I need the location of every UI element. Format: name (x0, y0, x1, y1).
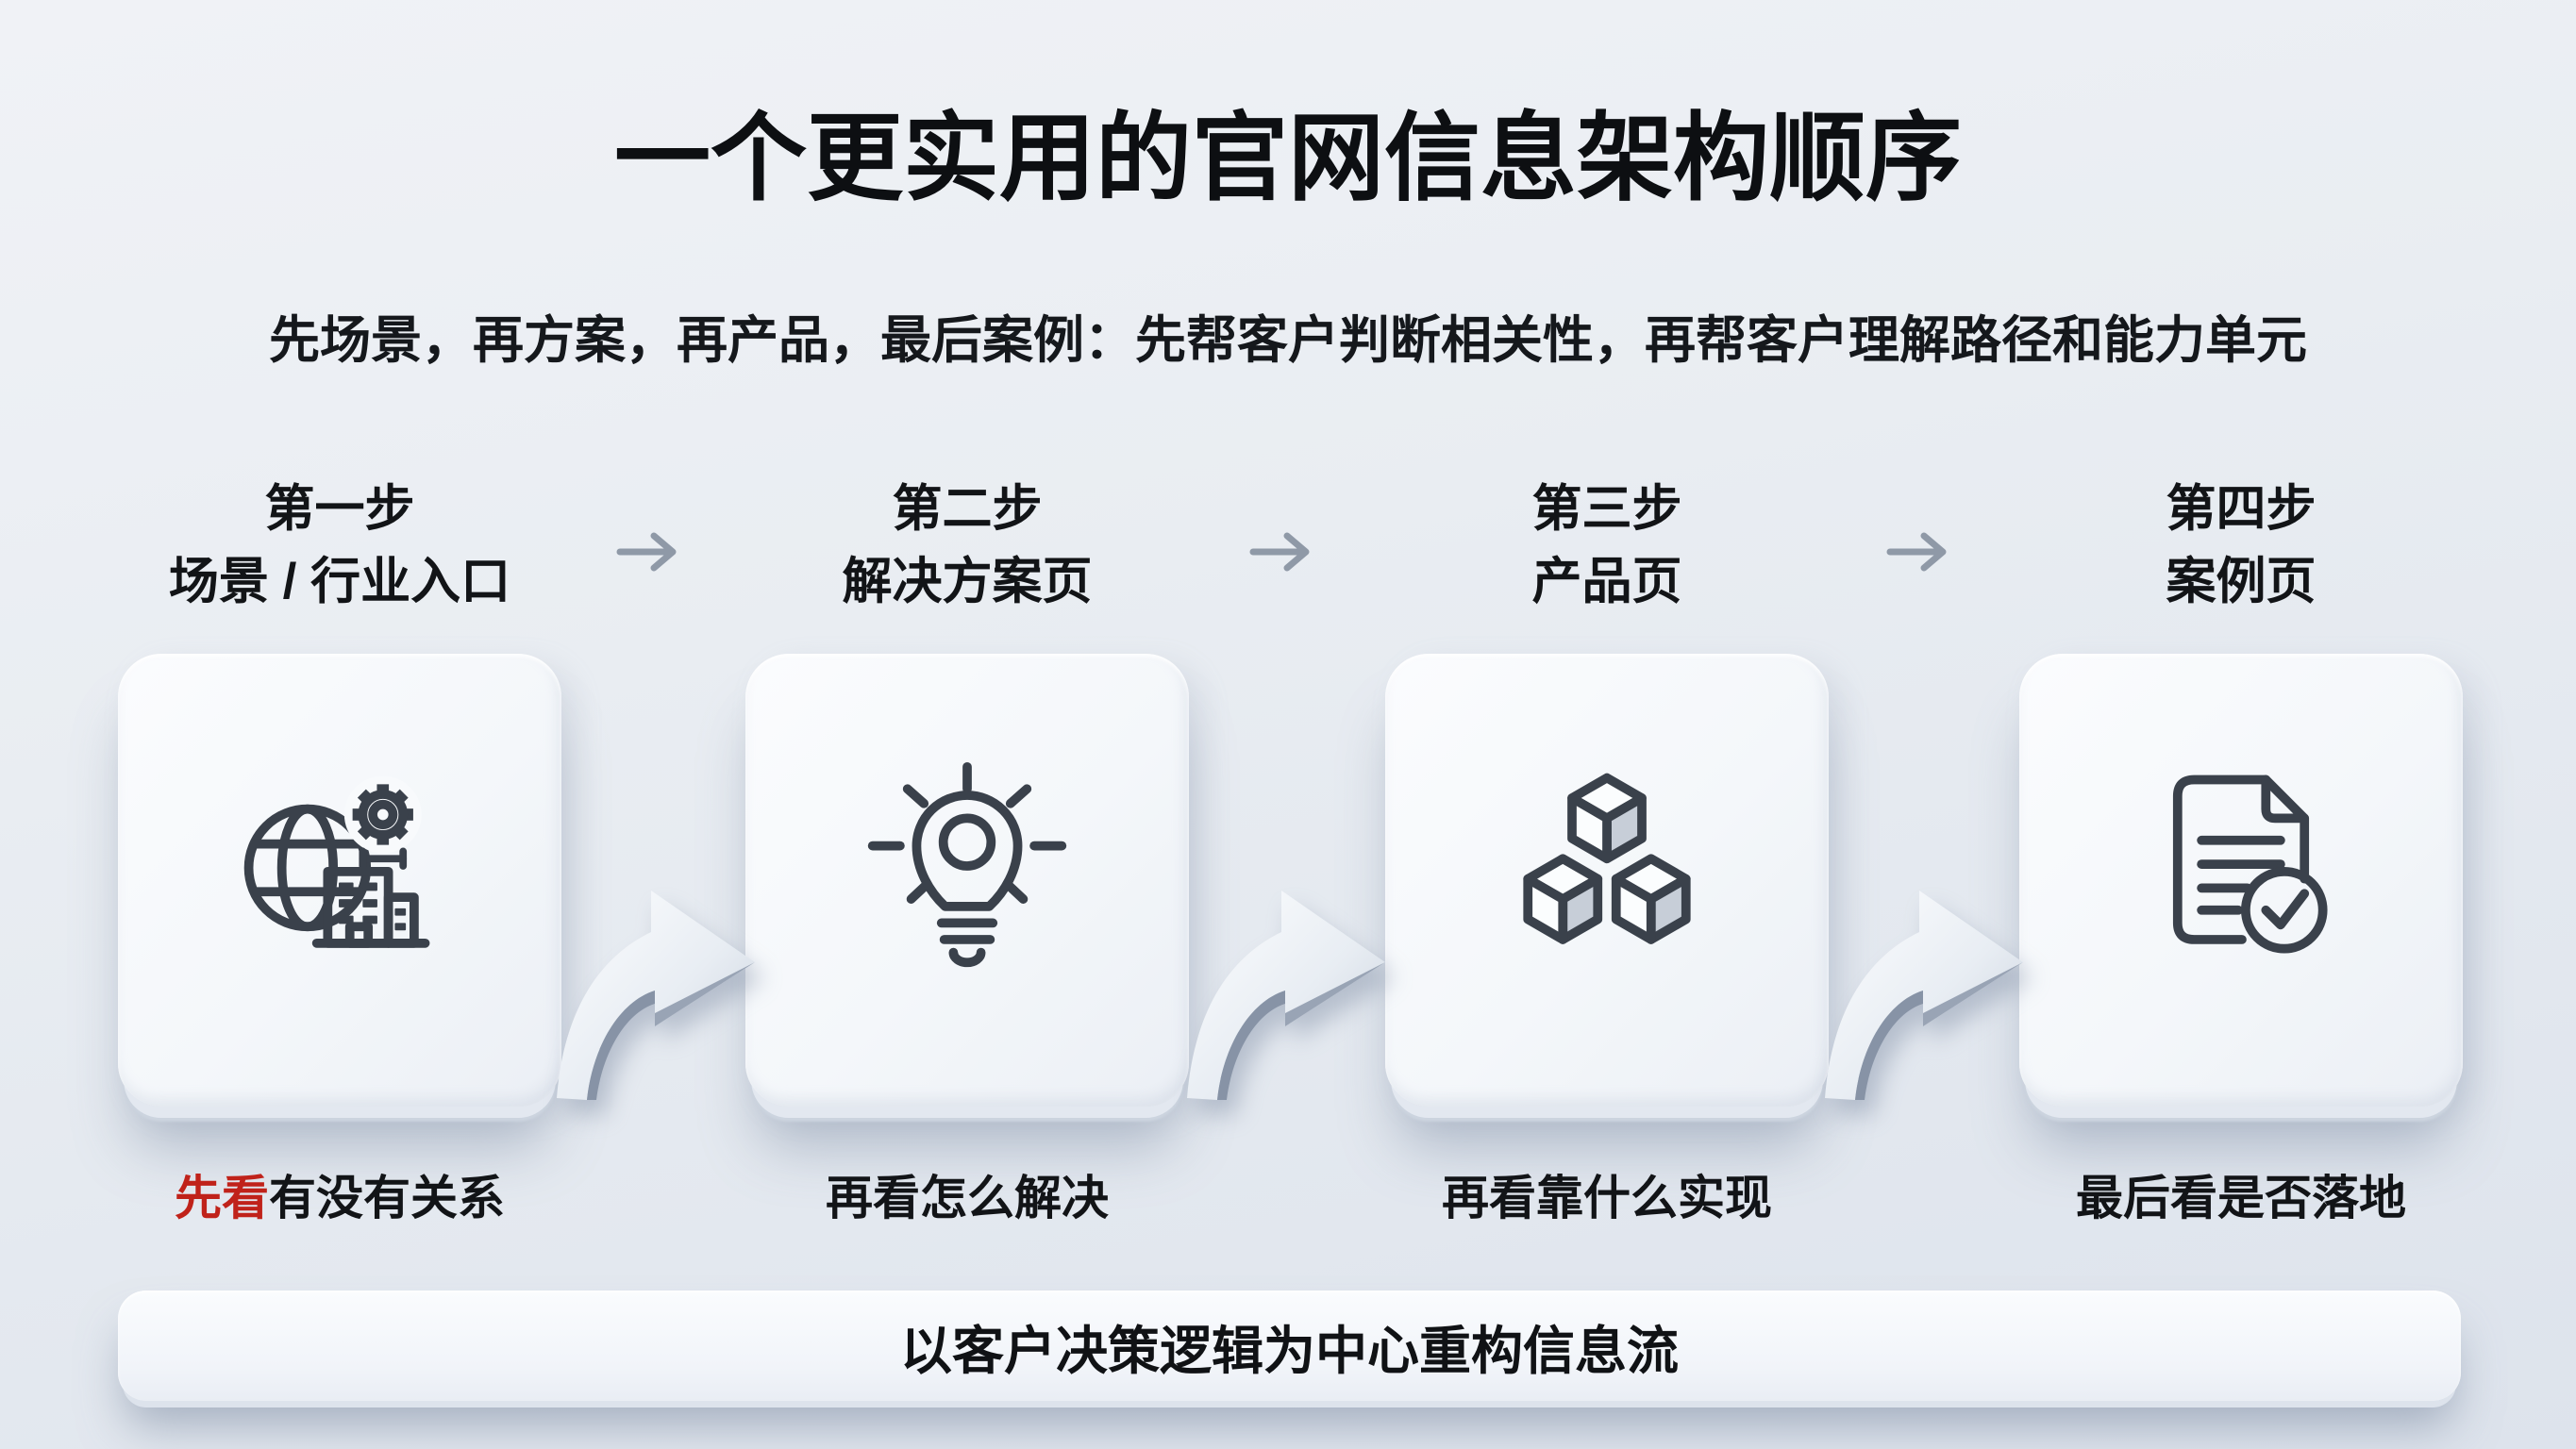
step-2-caption-rest: 再看怎么解决 (826, 1172, 1109, 1224)
step-3-card (1385, 654, 1829, 1107)
flow-arrow-icon (557, 891, 755, 1100)
page-subtitle: 先场景，再方案，再产品，最后案例：先帮客户判断相关性，再帮客户理解路径和能力单元 (269, 312, 2307, 369)
step-4-label: 第四步 案例页 (2019, 474, 2463, 619)
step-1-caption-rest: 有没有关系 (269, 1172, 505, 1224)
step-1-card (118, 654, 561, 1107)
step-arrow-icon (1249, 532, 1310, 572)
step-4-card (2019, 654, 2463, 1107)
step-2-card (745, 654, 1189, 1107)
step-4-number: 第四步 (2166, 481, 2317, 537)
step-1-page-name: 场景 / 行业入口 (168, 553, 511, 609)
step-1-label: 第一步 场景 / 行业入口 (118, 474, 561, 619)
globe-gear-building-icon (243, 775, 430, 948)
step-arrow-icon (1886, 532, 1947, 572)
step-4-page-name: 案例页 (2166, 553, 2317, 609)
lightbulb-icon (867, 761, 1067, 968)
step-4-caption-rest: 最后看是否落地 (2076, 1172, 2406, 1224)
step-1-caption: 先看有没有关系 (118, 1160, 561, 1228)
step-2-number: 第二步 (892, 481, 1043, 537)
flow-arrow-icon (1187, 891, 1385, 1100)
step-2-caption: 再看怎么解决 (745, 1160, 1189, 1228)
bottom-banner: 以客户决策逻辑为中心重构信息流 (118, 1291, 2461, 1401)
step-3-caption-rest: 再看靠什么实现 (1442, 1172, 1772, 1224)
page-title: 一个更实用的官网信息架构顺序 (614, 105, 1962, 212)
step-3-caption: 再看靠什么实现 (1385, 1160, 1829, 1228)
flow-arrow-icon (1825, 891, 2023, 1100)
cubes-icon (1523, 773, 1691, 944)
step-1-caption-highlight: 先看 (175, 1172, 269, 1224)
document-check-icon (2172, 774, 2328, 954)
step-2-page-name: 解决方案页 (842, 553, 1093, 609)
step-arrow-icon (616, 532, 677, 572)
step-1-number: 第一步 (264, 481, 415, 537)
step-3-number: 第三步 (1531, 481, 1682, 537)
step-3-label: 第三步 产品页 (1385, 474, 1829, 619)
step-2-label: 第二步 解决方案页 (745, 474, 1189, 619)
step-4-caption: 最后看是否落地 (2019, 1160, 2463, 1228)
bottom-banner-text: 以客户决策逻辑为中心重构信息流 (899, 1321, 1679, 1380)
step-3-page-name: 产品页 (1531, 553, 1682, 609)
